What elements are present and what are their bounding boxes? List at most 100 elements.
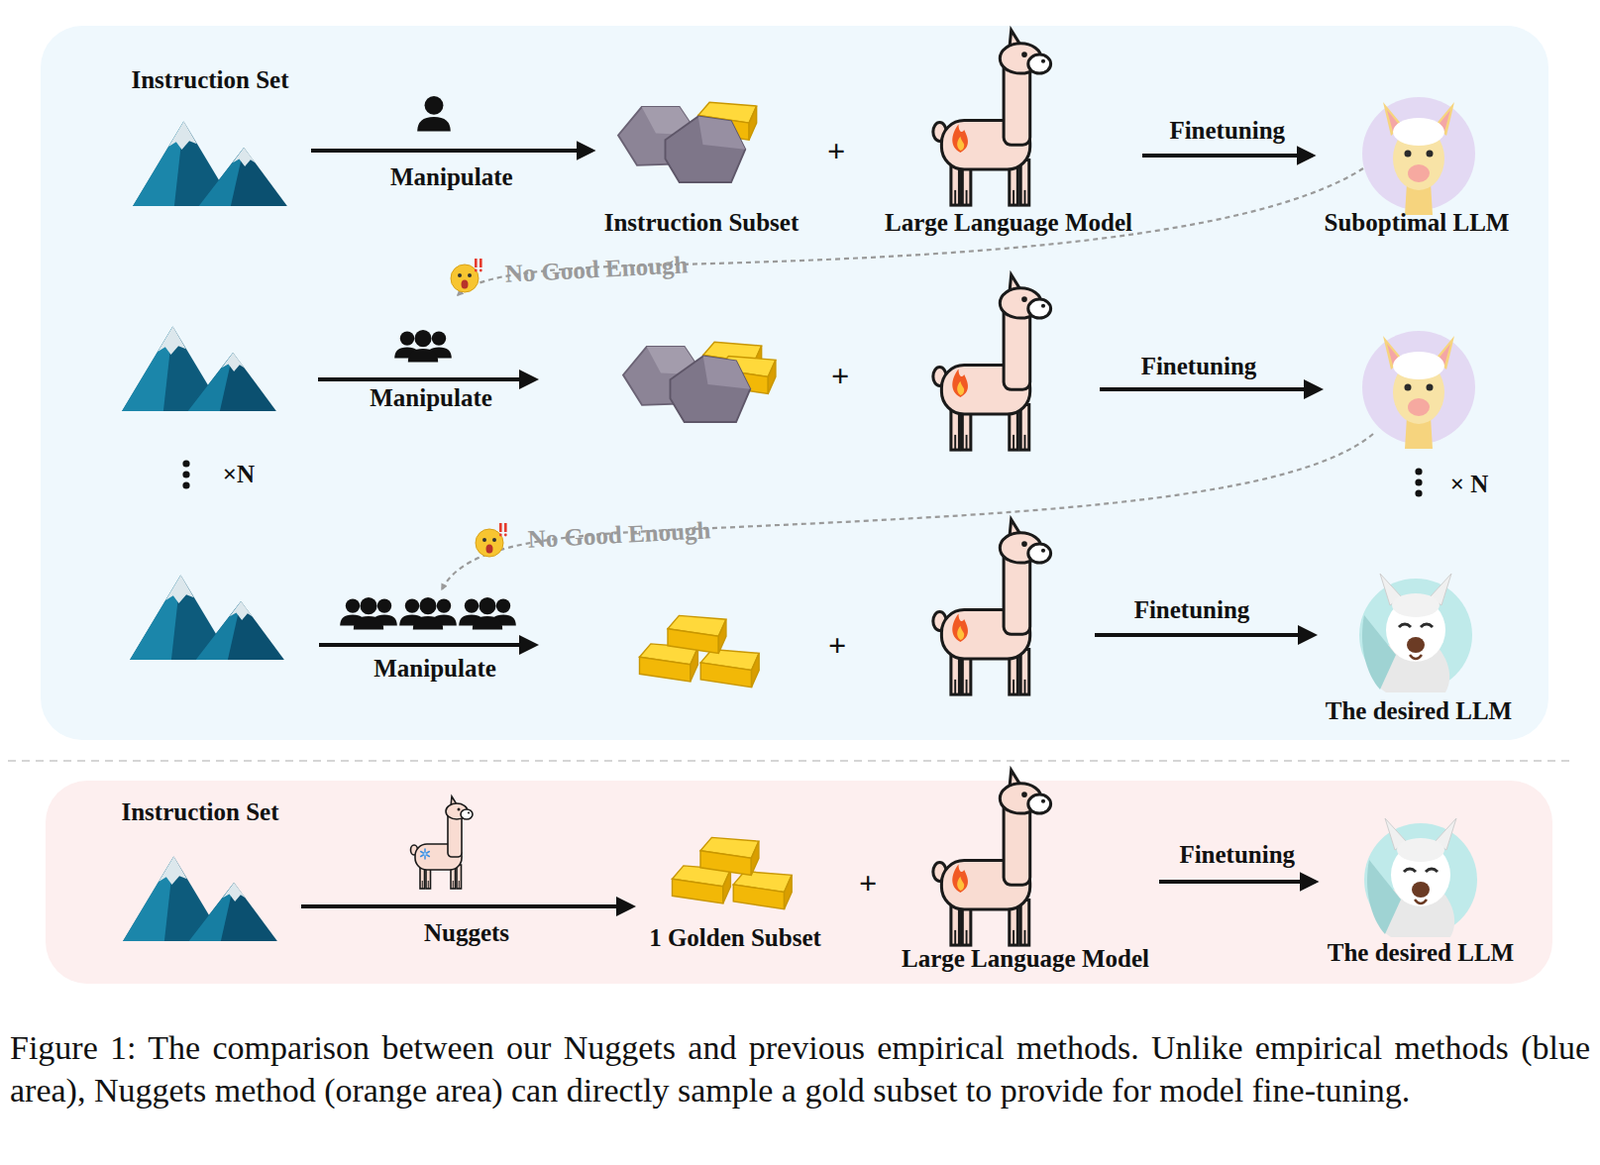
gold-bars-icon-part	[667, 629, 719, 654]
ellipsis-dots-part	[182, 481, 190, 489]
rocks-icon-part	[698, 116, 747, 150]
llama-icon	[933, 29, 1052, 206]
ellipsis-dots-part	[182, 459, 190, 467]
llama-icon-part	[952, 863, 968, 893]
surprised-emoji-part	[474, 269, 478, 273]
icon-node: Large Language Model	[893, 790, 1158, 974]
rocks-icon-part	[670, 356, 751, 424]
llama-icon-part	[952, 123, 968, 152]
mountain-icon-part	[229, 601, 253, 621]
llama-icon-part	[965, 679, 968, 695]
suboptimal-llm-icon	[1362, 97, 1476, 215]
rocks-icon-part	[665, 116, 747, 184]
node-label: Large Language Model	[901, 944, 1150, 974]
llama-icon-part	[1012, 434, 1015, 450]
people-icon-part	[496, 598, 511, 613]
llama-icon-part	[952, 613, 968, 642]
mountain-icon-part	[188, 352, 234, 412]
blue-panel	[40, 25, 1549, 741]
node-label: The desired LLM	[1327, 938, 1514, 968]
edge-label: Nuggets	[424, 918, 510, 949]
llama-icon-part	[1005, 612, 1029, 628]
mountain-icon-part	[199, 147, 245, 207]
surprised-emoji-part	[499, 533, 503, 537]
surprised-emoji-part	[504, 533, 508, 537]
people-icon-part	[413, 616, 443, 630]
mountain-icon-part	[196, 601, 285, 660]
people-icon	[417, 96, 451, 132]
node-label: The desired LLM	[1325, 696, 1512, 727]
gold-bars-icon-part	[751, 652, 760, 687]
ellipsis-dots-part	[1414, 489, 1422, 497]
rocks-icon-part	[703, 356, 751, 390]
llama-icon-part	[1012, 930, 1015, 946]
llama-icon-part	[422, 880, 424, 889]
ellipsis-dots	[182, 459, 190, 489]
llama-icon-part	[957, 136, 964, 151]
llama-icon-part	[1041, 799, 1046, 804]
icon-node: 1 Golden Subset	[636, 822, 835, 954]
mountain-icon-part	[129, 574, 181, 660]
connector-arrow	[301, 904, 633, 909]
desired-llm-icon-part	[1403, 868, 1416, 872]
connector-arrow	[1159, 879, 1316, 884]
llama-icon-part	[1028, 299, 1052, 319]
suboptimal-llm-icon-part	[1392, 117, 1445, 146]
llama-icon-part	[1012, 679, 1015, 695]
people-icon-part	[425, 96, 444, 115]
mountain-icon-part	[121, 325, 173, 412]
suboptimal-llm-icon-part	[1404, 384, 1412, 392]
llama-icon-part	[1024, 190, 1027, 206]
mountain-icon-part	[165, 574, 195, 604]
people-icon-part	[377, 598, 392, 613]
node-label: Instruction Set	[130, 65, 289, 96]
llama-icon-part	[954, 434, 957, 450]
connector-arrow	[1142, 153, 1313, 158]
mountain-icon-part	[158, 855, 188, 885]
people-icon-part	[345, 598, 360, 613]
llama-icon-part	[448, 845, 461, 854]
gold-bars-icon-part	[718, 619, 727, 653]
edge-label: Manipulate	[390, 162, 514, 193]
surprised-emoji-part	[461, 280, 469, 290]
mountain-icon	[129, 574, 285, 660]
people-icon-part	[478, 597, 496, 615]
gold-bars-icon-part	[690, 647, 699, 682]
edge-label: Finetuning	[1169, 115, 1285, 146]
llama-icon-part	[965, 190, 968, 206]
mountain-icon	[121, 325, 277, 412]
desired-llm-icon-part	[1411, 881, 1430, 898]
llama-icon-part-part	[424, 849, 427, 859]
figure-caption: Figure 1: The comparison between our Nug…	[9, 1026, 1591, 1112]
people-icon-part	[405, 598, 420, 613]
llama-icon-part	[957, 876, 964, 891]
icon-node: The desired LLM	[1319, 822, 1523, 968]
free-label: × N	[1450, 469, 1490, 500]
llama-icon-part-part	[421, 852, 430, 857]
llama-icon-part	[1020, 160, 1030, 207]
llama-icon-part	[965, 930, 968, 946]
gold-bars-icon-part	[723, 869, 732, 904]
surprised-emoji-part	[482, 537, 487, 542]
suboptimal-llm-icon-part	[1426, 150, 1434, 158]
llama-icon-part	[456, 864, 462, 889]
people-icon-part	[353, 616, 384, 630]
desired-llm-icon-part	[1364, 823, 1478, 937]
mountain-icon-part	[189, 882, 235, 942]
node-label: 1 Golden Subset	[648, 923, 822, 954]
free-label: +	[827, 135, 846, 166]
desired-llm-icon-part	[1420, 624, 1433, 628]
llama-icon-part	[954, 930, 957, 946]
suboptimal-llm-icon-part	[1407, 164, 1430, 183]
gold-bars-icon-part	[784, 874, 793, 909]
rocks-icon	[623, 341, 776, 423]
people-icon-part	[472, 616, 503, 630]
ellipsis-dots-part	[1414, 467, 1422, 475]
mountain-icon-part	[199, 147, 288, 207]
llama-icon-part	[1028, 543, 1052, 563]
icon-node: Instruction Set	[110, 65, 310, 214]
llama-icon-part	[1021, 791, 1028, 798]
mountain-icon-part	[196, 601, 242, 660]
llama-icon-part	[1020, 649, 1030, 696]
